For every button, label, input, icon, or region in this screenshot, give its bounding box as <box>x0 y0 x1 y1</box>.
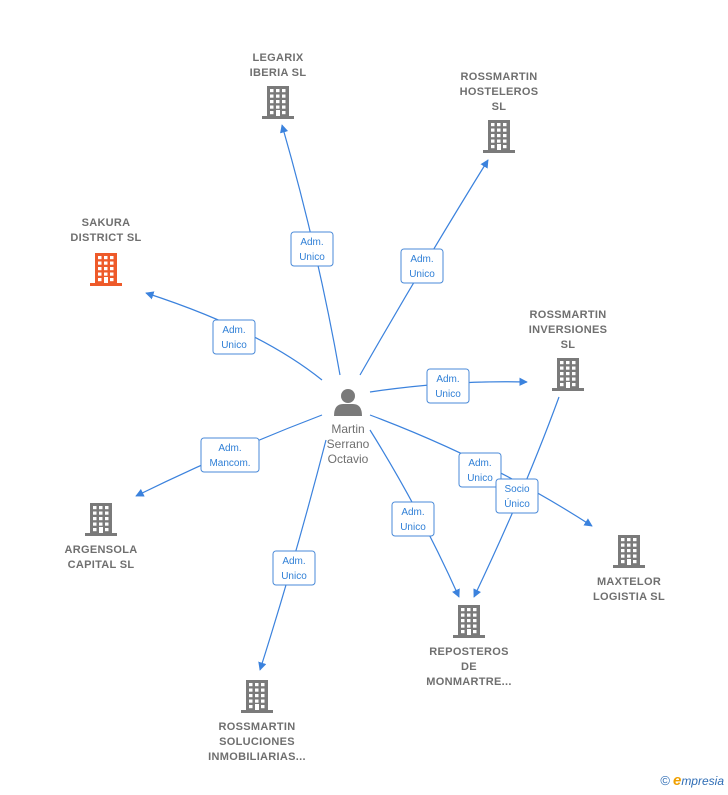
company-name-line: LOGISTIA SL <box>593 591 665 603</box>
edge-person-to-legarix: Adm. Unico <box>280 124 341 376</box>
company-name-line: SOLUCIONES <box>219 736 295 748</box>
building-icon <box>453 605 485 638</box>
edge-label[interactable]: Adm. Unico <box>272 550 316 586</box>
building-icon <box>85 503 117 536</box>
edge-label[interactable]: Adm. Unico <box>426 368 470 404</box>
empresia-logo: empresia <box>672 772 724 789</box>
company-name-line: LEGARIX <box>253 52 304 64</box>
company-name-line: MONMARTRE... <box>426 676 511 688</box>
edge-label-text: Adm. <box>222 325 245 336</box>
company-name-line: INVERSIONES <box>529 324 608 336</box>
edge-label-box <box>400 248 444 284</box>
edge-label-text: Mancom. <box>209 458 250 469</box>
edge-label-box <box>290 231 334 267</box>
edge-label-box <box>391 501 435 537</box>
edge-person-to-argensola: Adm. Mancom. <box>135 414 323 497</box>
node-rossmartin-hosteleros[interactable]: ROSSMARTIN HOSTELEROS SL <box>460 71 539 153</box>
edge-person-to-maxtelor: Adm. Unico <box>369 414 593 527</box>
node-legarix[interactable]: LEGARIX IBERIA SL <box>250 52 307 119</box>
edge-label-text: Adm. <box>401 507 424 518</box>
building-icon <box>613 535 645 568</box>
edge-label-text: Adm. <box>300 237 323 248</box>
edge-person-to-reposteros: Adm. Unico <box>369 429 460 598</box>
edge-label-text: Unico <box>281 571 307 582</box>
edge-label[interactable]: Adm. Unico <box>212 319 256 355</box>
edge-label-text: Unico <box>299 252 325 263</box>
edge-label-text: Unico <box>221 340 247 351</box>
company-name-line: ARGENSOLA <box>65 544 138 556</box>
building-icon <box>241 680 273 713</box>
edge-label-text: Unico <box>467 473 493 484</box>
edge-label-box <box>272 550 316 586</box>
edge-label-box <box>495 478 539 514</box>
edge-label[interactable]: Adm. Unico <box>458 452 502 488</box>
edge-label-text: Adm. <box>436 374 459 385</box>
person-icon <box>334 389 362 416</box>
person-name-line: Martin <box>331 422 364 436</box>
company-name-line: SL <box>492 101 507 113</box>
edge-label-text: Adm. <box>410 254 433 265</box>
company-name-line: CAPITAL SL <box>68 559 135 571</box>
footer-brand: © empresia <box>660 772 724 789</box>
person-name-line: Serrano <box>327 437 370 451</box>
edge-label[interactable]: Adm. Unico <box>391 501 435 537</box>
node-rossmartin-inversiones[interactable]: ROSSMARTIN INVERSIONES SL <box>529 309 608 391</box>
edge-person-to-rossmartin-soluciones: Adm. Unico <box>258 439 327 671</box>
edge-label-text: Adm. <box>468 458 491 469</box>
company-name-line: DE <box>461 661 477 673</box>
company-name-line: INMOBILIARIAS... <box>208 751 306 763</box>
node-sakura[interactable]: SAKURA DISTRICT SL <box>70 217 141 286</box>
edge-person-to-rossmartin-inversiones: Adm. Unico <box>369 368 528 404</box>
building-icon <box>483 120 515 153</box>
copyright-symbol: © <box>660 773 670 788</box>
company-name-line: REPOSTEROS <box>429 646 508 658</box>
company-name-line: HOSTELEROS <box>460 86 539 98</box>
company-name-line: MAXTELOR <box>597 576 661 588</box>
company-name-line: ROSSMARTIN <box>461 71 538 83</box>
node-argensola[interactable]: ARGENSOLA CAPITAL SL <box>65 503 138 571</box>
edge-label-text: Socio <box>504 484 529 495</box>
building-icon <box>552 358 584 391</box>
edge-label-text: Unico <box>400 522 426 533</box>
edge-label[interactable]: Adm. Unico <box>290 231 334 267</box>
edge-label-text: Adm. <box>218 443 241 454</box>
company-name-line: SAKURA <box>82 217 131 229</box>
person-name-line: Octavio <box>328 452 369 466</box>
building-icon <box>262 86 294 119</box>
edge-label-text: Único <box>504 497 530 510</box>
edge-label-box <box>458 452 502 488</box>
edge-person-to-rossmartin-hosteleros: Adm. Unico <box>359 159 489 376</box>
edge-label-box <box>426 368 470 404</box>
building-icon <box>90 253 122 286</box>
company-name-line: ROSSMARTIN <box>219 721 296 733</box>
edge-label-box <box>200 437 260 473</box>
edge-label-text: Adm. <box>282 556 305 567</box>
node-reposteros[interactable]: REPOSTEROS DE MONMARTRE... <box>426 605 511 688</box>
edge-person-to-sakura: Adm. Unico <box>145 291 323 381</box>
company-name-line: ROSSMARTIN <box>530 309 607 321</box>
node-rossmartin-soluciones[interactable]: ROSSMARTIN SOLUCIONES INMOBILIARIAS... <box>208 680 306 763</box>
edge-label[interactable]: Adm. Unico <box>400 248 444 284</box>
edge-label[interactable]: Adm. Mancom. <box>200 437 260 473</box>
edge-label-text: Unico <box>409 269 435 280</box>
edge-label-box <box>212 319 256 355</box>
node-maxtelor[interactable]: MAXTELOR LOGISTIA SL <box>593 535 665 603</box>
company-name-line: SL <box>561 339 576 351</box>
company-name-line: IBERIA SL <box>250 67 307 79</box>
edge-label-text: Unico <box>435 389 461 400</box>
company-name-line: DISTRICT SL <box>70 232 141 244</box>
